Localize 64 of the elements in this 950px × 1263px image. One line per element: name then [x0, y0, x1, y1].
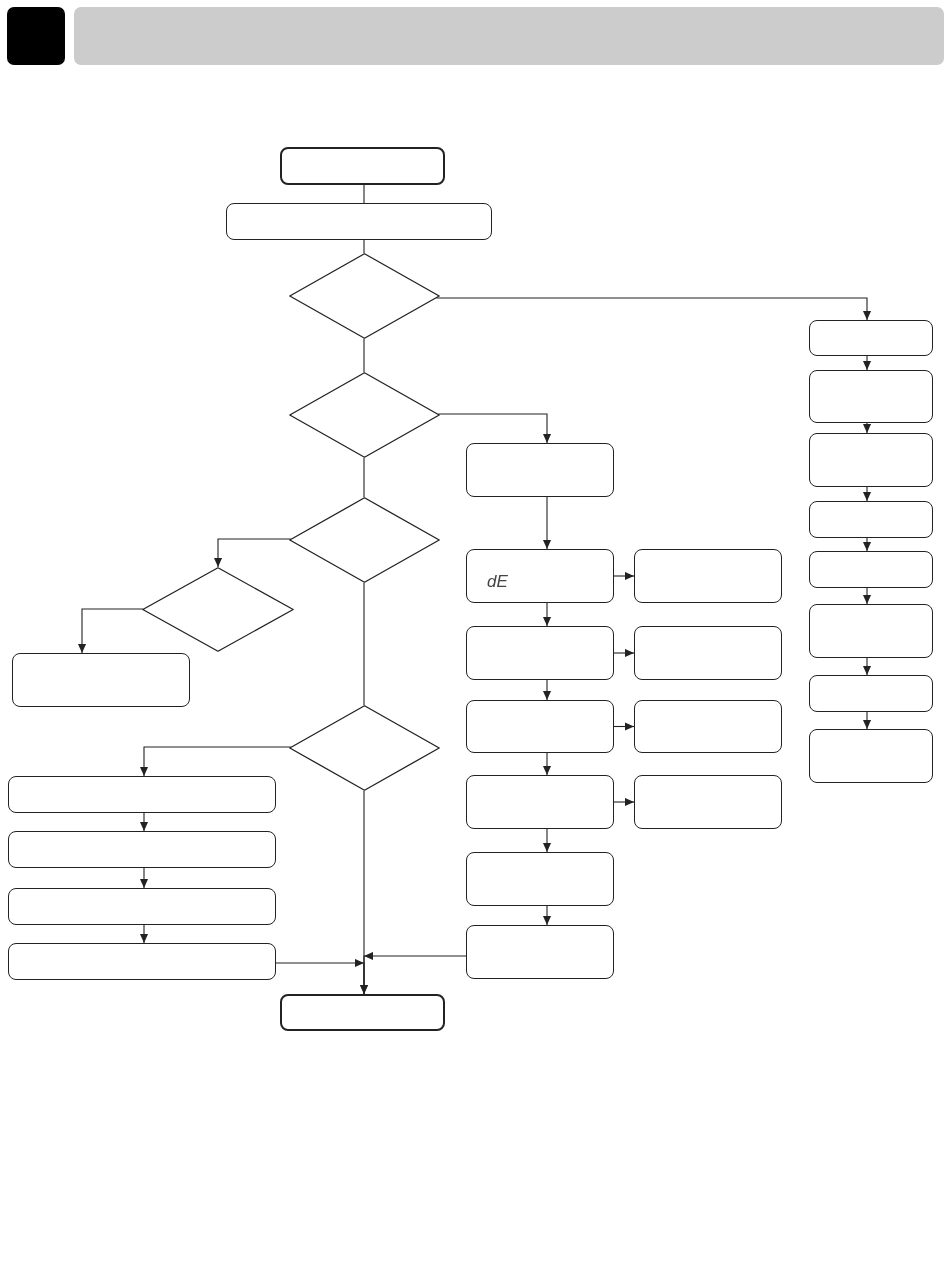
arrow — [139, 746, 292, 777]
terminal-box — [280, 147, 445, 185]
arrow — [613, 571, 635, 581]
arrow — [437, 413, 552, 444]
process-box — [226, 203, 492, 240]
decision-diamond — [289, 253, 440, 339]
process-box — [809, 729, 933, 783]
process-box — [8, 831, 276, 868]
arrow — [139, 812, 149, 832]
connector-line — [363, 239, 365, 254]
arrow — [542, 602, 552, 627]
arrow — [613, 797, 635, 807]
arrow — [542, 679, 552, 701]
process-box — [809, 433, 933, 487]
process-box — [8, 776, 276, 813]
arrow — [862, 657, 872, 676]
arrow — [542, 752, 552, 776]
process-box — [809, 551, 933, 588]
process-box — [466, 443, 614, 497]
decision-diamond — [289, 705, 440, 791]
process-box — [809, 320, 933, 356]
process-box — [8, 888, 276, 925]
process-box — [466, 852, 614, 906]
terminal-box — [280, 994, 445, 1031]
arrow — [139, 924, 149, 944]
arrow — [77, 608, 144, 654]
connector-line — [363, 184, 365, 204]
process-box — [466, 775, 614, 829]
process-box — [809, 370, 933, 423]
decision-diamond — [289, 372, 440, 458]
arrow — [542, 496, 552, 550]
arrow — [862, 486, 872, 502]
arrow — [139, 867, 149, 889]
arrow — [862, 537, 872, 552]
process-box — [809, 501, 933, 538]
arrow — [613, 722, 635, 731]
arrow — [613, 648, 635, 658]
decision-diamond — [142, 567, 294, 652]
process-box — [809, 604, 933, 658]
process-box — [466, 925, 614, 979]
process-box — [12, 653, 190, 707]
process-box — [634, 626, 782, 680]
code-label: dE — [487, 573, 508, 590]
arrow — [862, 711, 872, 730]
process-box — [466, 700, 614, 753]
arrow — [213, 538, 292, 568]
process-box — [634, 700, 782, 753]
process-box — [466, 549, 614, 603]
process-box — [809, 675, 933, 712]
process-box — [466, 626, 614, 680]
arrow — [862, 355, 872, 371]
arrow — [542, 905, 552, 926]
arrow — [435, 297, 872, 321]
arrow — [862, 422, 872, 434]
decision-diamond — [289, 497, 440, 583]
process-box — [634, 549, 782, 603]
arrow — [360, 952, 467, 995]
connector-line — [363, 582, 365, 706]
process-box — [634, 775, 782, 829]
process-box — [8, 943, 276, 980]
arrow — [542, 828, 552, 853]
connector-line — [363, 338, 365, 373]
connector-line — [363, 457, 365, 498]
arrow — [862, 587, 872, 605]
